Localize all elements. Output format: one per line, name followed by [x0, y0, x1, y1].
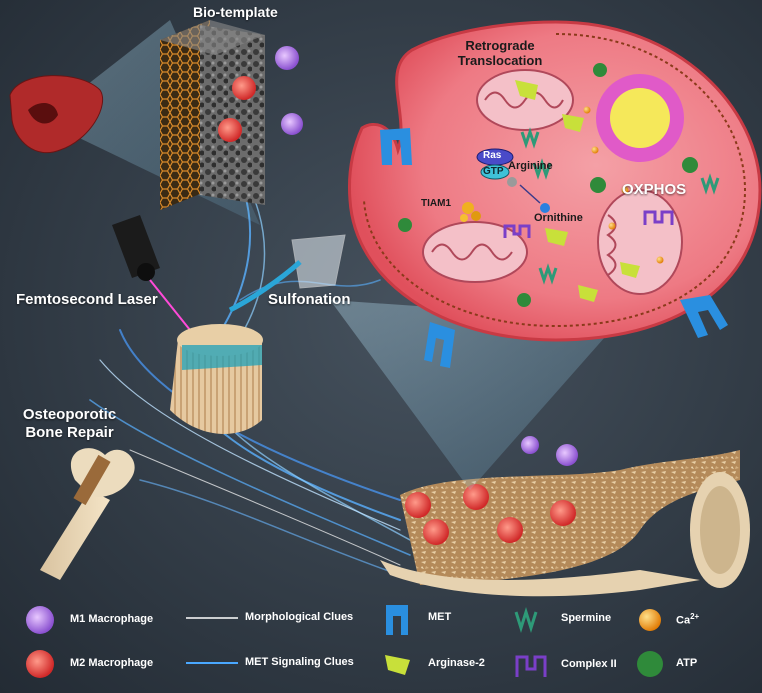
- liver-cut: [28, 103, 58, 124]
- arginase-2-shape-5: [620, 262, 640, 278]
- arginase-2-shape-3: [545, 228, 568, 246]
- legend-m1-icon: [26, 606, 54, 634]
- label-osteoporotic-bone-repair: Osteoporotic Bone Repair: [22, 406, 117, 441]
- legend-ca-sup: 2+: [690, 612, 700, 621]
- m2-macrophage-sheet-4: [497, 517, 523, 543]
- legend-spermine-label: Spermine: [561, 612, 612, 624]
- m1-macrophage-bio-2: [281, 113, 303, 135]
- legend-icons: [26, 605, 663, 678]
- scaffold-cylinder: [170, 324, 263, 434]
- arginase-2-shape-2: [562, 114, 584, 132]
- m2-macrophage-sheet-5: [550, 500, 576, 526]
- bone: [40, 448, 135, 580]
- met-receptor-3: [680, 295, 728, 338]
- legend-m1-label: M1 Macrophage: [70, 613, 154, 625]
- label-ras: Ras: [483, 150, 502, 161]
- legend-complex2-icon: [515, 655, 547, 677]
- label-ornithine: Ornithine: [534, 212, 583, 224]
- met-receptor-2: [424, 322, 455, 368]
- atp-star-1: [590, 177, 606, 193]
- bio-template-block: [160, 20, 265, 210]
- arginase-2-shape-4: [578, 285, 598, 302]
- sulfonation-beaker: [228, 234, 346, 313]
- view-cone-cell: [330, 300, 620, 490]
- ca-ion-5: [656, 256, 664, 264]
- atp-star-4: [517, 293, 531, 307]
- met-receptor-1: [380, 128, 412, 165]
- legend-complex2-label: Complex II: [561, 658, 617, 670]
- legend-spermine-icon: [514, 606, 538, 634]
- complex-ii-2: [503, 224, 531, 238]
- ca-ion-2: [591, 146, 599, 154]
- atp-star-2: [682, 157, 698, 173]
- cell: [348, 20, 762, 342]
- complex-ii-1: [643, 210, 674, 225]
- spermine-2: [532, 158, 552, 180]
- label-oxphos: OXPHOS: [622, 181, 687, 198]
- legend-atp-label: ATP: [676, 657, 698, 669]
- legend-met-label: MET: [428, 611, 452, 623]
- legend-atp-icon: [637, 651, 663, 677]
- legend-m2-icon: [26, 650, 54, 678]
- atp-star-5: [593, 63, 607, 77]
- label-arginine: Arginine: [508, 160, 553, 172]
- label-bio-template: Bio-template: [193, 4, 278, 20]
- femtosecond-laser: [112, 215, 191, 331]
- spermine-3: [538, 263, 558, 285]
- atp-star-3: [398, 218, 412, 232]
- nucleus: [596, 74, 684, 162]
- arginine-molecule: [507, 177, 517, 187]
- m2-macrophage-sheet-3: [423, 519, 449, 545]
- gtp-bubble: [480, 164, 510, 180]
- mitochondrion-1: [476, 69, 574, 131]
- legend-arginase-icon: [385, 655, 410, 675]
- ornithine-molecule: [540, 203, 550, 213]
- m1-macrophage-sheet-1: [521, 436, 539, 454]
- arginine-arrow: [519, 184, 541, 204]
- m1-macrophage-bio-1: [275, 46, 299, 70]
- legend-met-icon: [386, 605, 408, 635]
- label-gtp: GTP: [483, 166, 504, 177]
- spermine-4: [700, 173, 720, 195]
- m1-macrophage-sheet-2: [556, 444, 578, 466]
- legend-ca-label: Ca2+: [676, 612, 699, 627]
- legend-met-sig-label: MET Signaling Clues: [245, 656, 354, 668]
- label-femtosecond-laser: Femtosecond Laser: [16, 291, 158, 308]
- arginase-2-shape-1: [515, 80, 538, 100]
- label-sulfonation: Sulfonation: [268, 291, 351, 308]
- m2-macrophage-sheet-1: [405, 492, 431, 518]
- legend-m2-label: M2 Macrophage: [70, 657, 154, 669]
- legend-ca-icon: [639, 609, 661, 631]
- m2-macrophage-bio-2: [218, 118, 242, 142]
- mitochondrion-2: [422, 221, 528, 283]
- mitochondrion-3: [597, 189, 683, 295]
- ca-ion-3: [621, 186, 629, 194]
- m2-macrophage-bio-1: [232, 76, 256, 100]
- label-tiam1: TIAM1: [421, 198, 451, 209]
- ca-ion-4: [608, 222, 616, 230]
- legend-ca-text: Ca: [676, 614, 691, 627]
- tiam1-complex: [460, 202, 481, 222]
- legend-morph-label: Morphological Clues: [245, 611, 354, 623]
- legend-arginase-label: Arginase-2: [428, 657, 485, 669]
- spermine-1: [520, 127, 540, 149]
- ca-ion-1: [583, 106, 591, 114]
- label-retrograde-translocation: Retrograde Translocation: [457, 38, 543, 68]
- m2-macrophage-sheet-2: [463, 484, 489, 510]
